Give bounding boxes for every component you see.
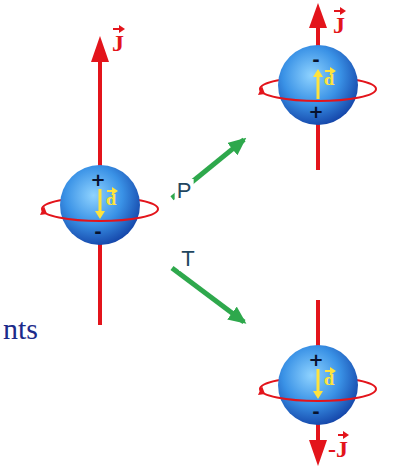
spin-label: J xyxy=(333,12,345,38)
spin-label: J xyxy=(112,30,124,56)
charge-sign: + xyxy=(308,103,323,121)
particle-sphere: +d- xyxy=(40,163,160,247)
charge-sign: - xyxy=(312,51,319,69)
operation-label: P xyxy=(175,179,194,203)
dipole-label: d xyxy=(106,192,117,208)
particle-sphere: +d- xyxy=(258,343,378,427)
dipole-label: d xyxy=(324,72,335,88)
charge-sign: + xyxy=(90,171,105,189)
transformation-arrow xyxy=(172,268,244,322)
operation-label: T xyxy=(179,247,196,271)
charge-sign: + xyxy=(308,351,323,369)
charge-sign: - xyxy=(312,403,319,421)
caption-fragment: nts xyxy=(3,312,38,346)
spin-label: -J xyxy=(328,436,348,462)
dipole-label: d xyxy=(324,372,335,388)
charge-sign: - xyxy=(94,223,101,241)
particle-sphere: -d+ xyxy=(258,43,378,127)
